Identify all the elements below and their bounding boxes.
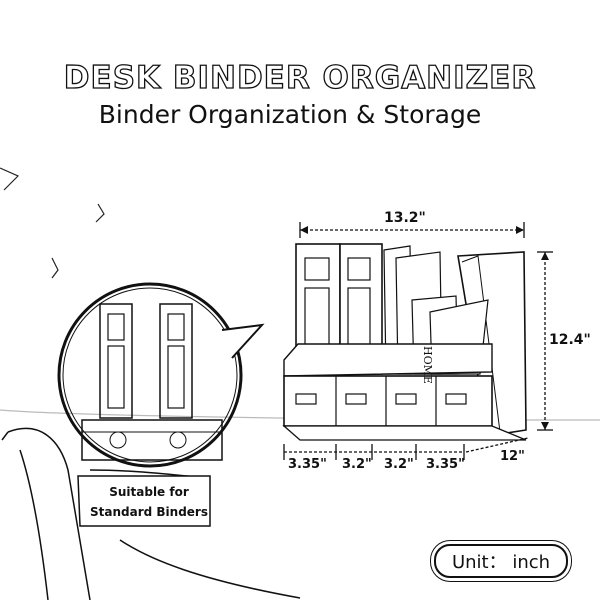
height-dimension: 12.4" (549, 332, 591, 348)
unit-badge: Unit： inch (434, 544, 568, 578)
binder-caption: Suitable for Standard Binders (90, 485, 208, 519)
compartment-1-dimension: 3.35" (288, 457, 327, 472)
folder-label: HOME (421, 346, 434, 384)
compartment-2-dimension: 3.2" (342, 457, 372, 472)
arrow-heads (300, 226, 549, 430)
compartment-4-dimension: 3.35" (426, 457, 465, 472)
caption-tab (77, 475, 211, 527)
compartment-3-dimension: 3.2" (384, 457, 414, 472)
magnify-callout (57, 282, 265, 468)
dimension-lines (283, 222, 553, 460)
depth-dimension: 12" (500, 449, 525, 464)
page-title: DESK BINDER ORGANIZER (63, 59, 537, 96)
width-dimension: 13.2" (384, 210, 426, 226)
organizer (282, 243, 527, 441)
page-subtitle: Binder Organization & Storage (98, 100, 482, 129)
